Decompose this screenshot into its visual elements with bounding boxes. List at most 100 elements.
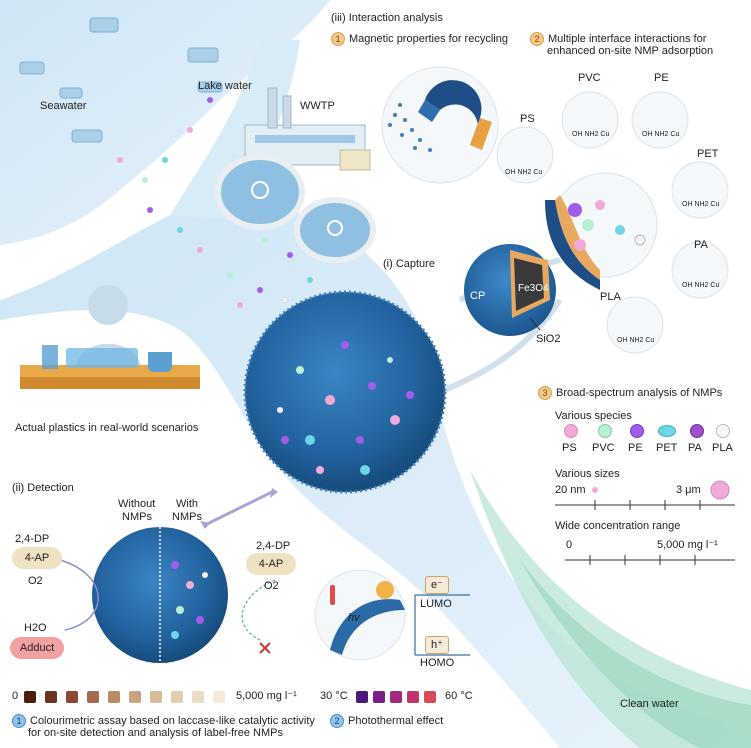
dp-left-label: 2,4-DP [15, 533, 50, 545]
person-at-table-icon [20, 285, 200, 389]
size-scale-axis [555, 500, 735, 510]
polymer-pet-groups: OH NH2 Cu [682, 201, 720, 208]
broad-spectrum-title: 3 Broad-spectrum analysis of NMPs [538, 386, 722, 400]
colour-swatch [407, 691, 419, 703]
magnet-icon [381, 66, 499, 184]
interaction-item-2-text-cont: enhanced on-site NMP adsorption [547, 45, 714, 57]
colour-swatch [213, 691, 225, 703]
photothermal-circle [314, 569, 406, 661]
pet-particle-icon [658, 425, 676, 437]
species-pvc: PVC [592, 442, 615, 454]
colour-swatch [373, 691, 385, 703]
blocked-cross-icon [259, 642, 271, 654]
footer-item-1: 1 Colourimetric assay based on laccase-li… [12, 714, 315, 728]
colour-swatch [356, 691, 368, 703]
polymer-structure-circles [496, 91, 729, 354]
colour-swatch [66, 691, 78, 703]
pa-particle-icon [690, 424, 704, 438]
without-label: Without [118, 498, 156, 510]
pvc-particle-icon [598, 424, 612, 438]
arrow-head [200, 521, 210, 529]
colour-swatch [390, 691, 402, 703]
hv-label: hv [348, 612, 360, 624]
interface-zoom-circle [545, 172, 658, 290]
right-reaction-arrow [241, 579, 276, 641]
band-diagram [414, 594, 470, 656]
polymer-pet-label: PET [697, 148, 719, 160]
detection-link-arrow [204, 490, 273, 527]
with-nmps-label: NMPs [172, 511, 202, 523]
interaction-item-1: 1 Magnetic properties for recycling [331, 32, 508, 46]
wwtp-plant-icon [215, 87, 376, 263]
core-shell-particle [464, 244, 556, 336]
concentration-axis [565, 555, 735, 565]
main-nanoparticle-sphere [243, 290, 447, 494]
arrow-head [270, 488, 278, 498]
lumo-label: LUMO [420, 598, 452, 610]
clean-water-label: Clean water [620, 698, 679, 710]
interaction-item-2-text: Multiple interface interactions for [548, 32, 707, 45]
number-badge: 1 [331, 32, 345, 46]
colour-swatch [24, 691, 36, 703]
polymer-pvc-groups: OH NH2 Cu [572, 131, 610, 138]
size-max-label: 3 μm [676, 484, 701, 496]
without-nmps-label: NMPs [122, 511, 152, 523]
adduct-pill: Adduct [10, 637, 64, 659]
colour-swatch [108, 691, 120, 703]
number-badge: 2 [330, 714, 344, 728]
h2o-label: H2O [24, 622, 47, 634]
concentration-scale-end: 5,000 mg l⁻¹ [236, 690, 297, 702]
homo-label: HOMO [420, 657, 455, 669]
left-reaction-arrow [59, 559, 99, 631]
colour-swatch [150, 691, 162, 703]
various-sizes-label: Various sizes [555, 468, 620, 480]
footer-item-2-text: Photothermal effect [348, 714, 444, 727]
species-legend: PS PVC PE PET PA PLA [560, 424, 740, 460]
colour-swatch [87, 691, 99, 703]
colour-swatch [45, 691, 57, 703]
concentration-scale-start: 0 [12, 690, 19, 702]
footer-item-1-text-cont: for on-site detection and analysis of la… [28, 727, 283, 739]
species-pa: PA [688, 442, 702, 454]
concentration-min-label: 0 [566, 539, 573, 551]
number-badge: 1 [12, 714, 26, 728]
interaction-item-1-text: Magnetic properties for recycling [349, 32, 508, 45]
species-pla: PLA [712, 442, 733, 454]
polymer-pla-groups: OH NH2 Cu [617, 337, 655, 344]
particle-trail [117, 97, 313, 308]
polymer-pe-label: PE [654, 72, 669, 84]
pla-particle-icon [716, 424, 730, 438]
polymer-pla-label: PLA [600, 291, 621, 303]
capture-label: (i) Capture [383, 258, 435, 270]
lake-water-label: Lake water [198, 80, 252, 92]
colour-swatch [424, 691, 436, 703]
polymer-ps-label: PS [520, 113, 535, 125]
seawater-label: Seawater [40, 100, 87, 112]
species-pet: PET [656, 442, 678, 454]
temperature-scale-start: 30 °C [320, 690, 348, 702]
large-particle-icon [710, 480, 730, 500]
polymer-pvc-label: PVC [578, 72, 601, 84]
o2-left-label: O2 [28, 575, 43, 587]
dp-right-label: 2,4-DP [256, 540, 291, 552]
footer-item-1-text: Colourimetric assay based on laccase-lik… [30, 714, 315, 727]
broad-spectrum-title-text: Broad-spectrum analysis of NMPs [556, 386, 723, 399]
concentration-max-label: 5,000 mg l⁻¹ [657, 539, 718, 551]
sio2-label: SiO2 [536, 333, 561, 345]
hole-box: h⁺ [425, 636, 449, 654]
species-ps: PS [562, 442, 577, 454]
concentration-range-label: Wide concentration range [555, 520, 681, 532]
colour-swatch [192, 691, 204, 703]
wwtp-label: WWTP [300, 100, 335, 112]
ap-left-pill: 4-AP [12, 547, 62, 569]
colour-swatch [171, 691, 183, 703]
plastic-debris [19, 17, 223, 143]
actual-plastics-label: Actual plastics in real-world scenarios [15, 422, 199, 434]
number-badge: 3 [538, 386, 552, 400]
small-particle-icon [592, 487, 598, 493]
ps-particle-icon [564, 424, 578, 438]
o2-right-label: O2 [264, 580, 279, 592]
temperature-scale-end: 60 °C [445, 690, 473, 702]
